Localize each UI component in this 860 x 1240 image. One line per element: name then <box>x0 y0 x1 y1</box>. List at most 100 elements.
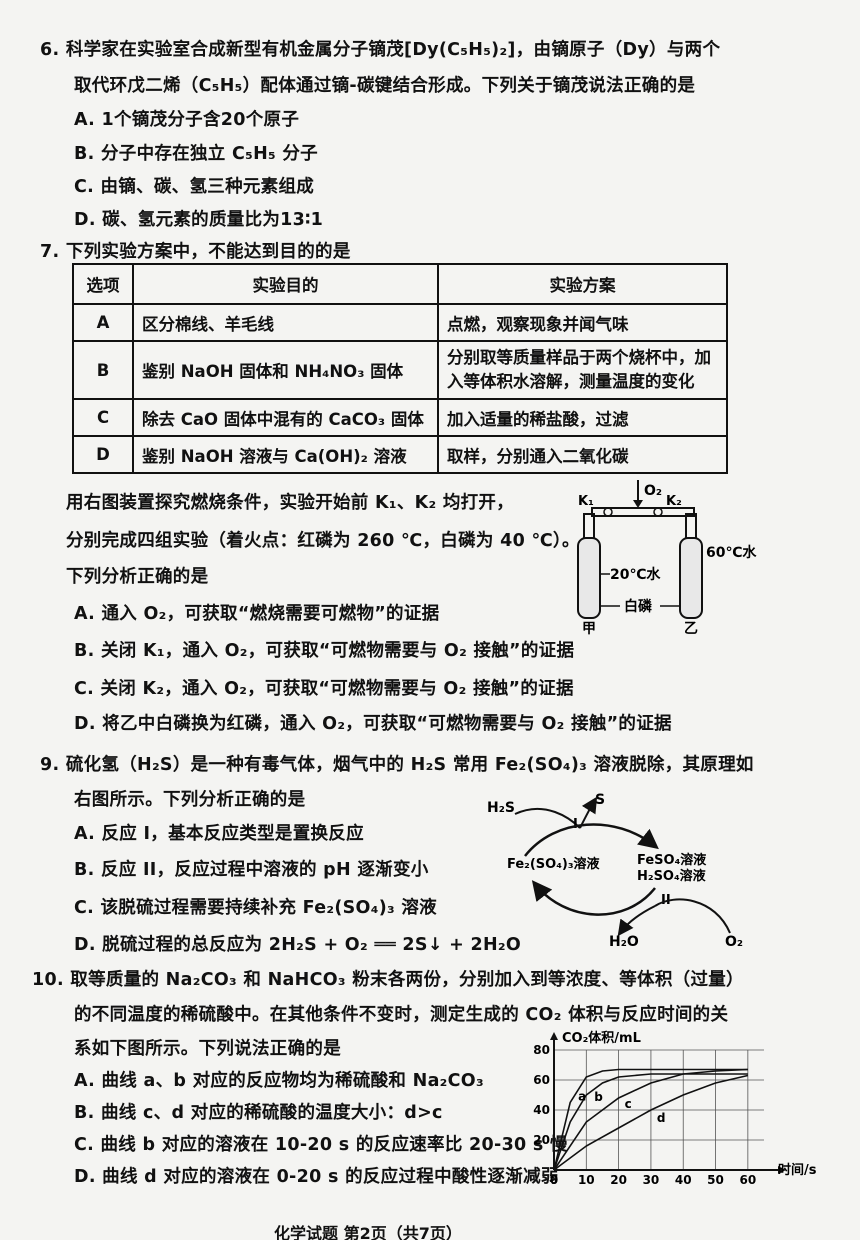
chart-series-line-c <box>553 1068 748 1171</box>
table-row: A 区分棉线、羊毛线 点燃，观察现象并闻气味 <box>72 303 728 342</box>
chart-series-line-d <box>553 1074 748 1171</box>
chart-y-tick-label: 40 <box>533 1103 550 1117</box>
chart-y-tick-label: 80 <box>533 1043 550 1057</box>
left-tube-label: 甲 <box>582 621 596 636</box>
combustion-apparatus-figure: O₂ K₁ K₂ 20℃水 60℃水 白磷 甲 乙 <box>577 480 757 636</box>
q9-stem-line1: 9. 硫化氢（H₂S）是一种有毒气体，烟气中的 H₂S 常用 Fe₂(SO₄)₃… <box>40 755 754 775</box>
desulfurization-cycle-figure: H₂S S I Fe₂(SO₄)₃溶液 FeSO₄溶液 H₂SO₄溶液 II H… <box>487 792 743 950</box>
q9-option-b: B. 反应 II，反应过程中溶液的 pH 逐渐变小 <box>74 860 429 880</box>
q9-option-a: A. 反应 I，基本反应类型是置换反应 <box>74 824 364 844</box>
q6-option-a: A. 1个镝茂分子含20个原子 <box>74 110 300 130</box>
chart-series-label-d: d <box>657 1111 666 1125</box>
left-water-label: 20℃水 <box>610 566 661 583</box>
chart-series-line-a <box>553 1068 748 1171</box>
q6-option-d: D. 碳、氢元素的质量比为13∶1 <box>74 210 324 230</box>
q8-option-d: D. 将乙中白磷换为红磷，通入 O₂，可获取“可燃物需要与 O₂ 接触”的证据 <box>74 714 672 734</box>
chart-x-tick-label: 10 <box>578 1173 595 1187</box>
q10-stem-line2: 的不同温度的稀硫酸中。在其他条件不变时，测定生成的 CO₂ 体积与反应时间的关 <box>74 1005 729 1025</box>
table-cell-plan: 取样，分别通入二氧化碳 <box>437 435 728 474</box>
chart-series-line-b <box>553 1073 748 1171</box>
table-header-row: 选项 实验目的 实验方案 <box>72 263 728 305</box>
table-cell-option: A <box>72 303 134 342</box>
q6-option-b: B. 分子中存在独立 C₅H₅ 分子 <box>74 144 318 164</box>
table-cell-purpose: 鉴别 NaOH 溶液与 Ca(OH)₂ 溶液 <box>132 435 439 474</box>
q8-option-a: A. 通入 O₂，可获取“燃烧需要可燃物”的证据 <box>74 604 440 624</box>
right-test-tube <box>679 537 703 619</box>
right-tube-label: 乙 <box>684 621 698 636</box>
table-header: 选项 <box>72 263 134 305</box>
table-cell-option: C <box>72 398 134 437</box>
feso4-label: FeSO₄溶液 <box>637 852 706 868</box>
q6-option-c: C. 由镝、碳、氢三种元素组成 <box>74 177 315 197</box>
q8-option-c: C. 关闭 K₂，通入 O₂，可获取“可燃物需要与 O₂ 接触”的证据 <box>74 679 574 699</box>
h2o-label: H₂O <box>609 934 639 950</box>
reaction-2-arrow <box>531 880 656 916</box>
chart-x-axis-label: 时间/s <box>778 1162 817 1178</box>
table-cell-option: B <box>72 340 134 400</box>
q10-option-b: B. 曲线 c、d 对应的稀硫酸的温度大小：d>c <box>74 1103 443 1123</box>
k2-label: K₂ <box>666 494 682 509</box>
chart-x-tick-label: 0 <box>550 1173 558 1187</box>
q8-stem-line2: 分别完成四组实验（着火点：红磷为 260 ℃，白磷为 40 ℃）。 <box>66 531 580 551</box>
valve-k1 <box>603 507 613 517</box>
left-test-tube <box>577 537 601 619</box>
table-header: 实验目的 <box>132 263 439 305</box>
table-row: B 鉴别 NaOH 固体和 NH₄NO₃ 固体 分别取等质量样品于两个烧杯中，加… <box>72 340 728 400</box>
s-label: S <box>595 792 605 808</box>
q9-stem-line2: 右图所示。下列分析正确的是 <box>74 790 306 810</box>
label-background <box>620 598 660 614</box>
o2-arrow-head <box>633 500 643 508</box>
table-cell-purpose: 鉴别 NaOH 固体和 NH₄NO₃ 固体 <box>132 340 439 400</box>
q6-stem-line1: 6. 科学家在实验室合成新型有机金属分子镝茂[Dy(C₅H₅)₂]，由镝原子（D… <box>40 40 721 60</box>
chart-x-tick-label: 50 <box>707 1173 724 1187</box>
chart-series-label-b: b <box>594 1090 603 1104</box>
connecting-tube <box>591 507 695 517</box>
fe2-so4-3-label: Fe₂(SO₄)₃溶液 <box>507 856 600 872</box>
q10-stem-line3: 系如下图所示。下列说法正确的是 <box>74 1039 341 1059</box>
chart-y-axis-arrow <box>550 1032 558 1040</box>
o2-label: O₂ <box>644 483 662 499</box>
q10-option-c: C. 曲线 b 对应的溶液在 10-20 s 的反应速率比 20-30 s 慢 <box>74 1135 568 1155</box>
table-row: C 除去 CaO 固体中混有的 CaCO₃ 固体 加入适量的稀盐酸，过滤 <box>72 398 728 437</box>
table-cell-purpose: 区分棉线、羊毛线 <box>132 303 439 342</box>
o2-inflow-arrow <box>654 898 731 934</box>
chart-series-label-c: c <box>625 1097 632 1111</box>
table-cell-option: D <box>72 435 134 474</box>
table-cell-plan: 点燃，观察现象并闻气味 <box>437 303 728 342</box>
q9-option-c: C. 该脱硫过程需要持续补充 Fe₂(SO₄)₃ 溶液 <box>74 898 437 918</box>
chart-x-tick-label: 40 <box>675 1173 692 1187</box>
q6-stem-line2: 取代环戊二烯（C₅H₅）配体通过镝-碳键结合形成。下列关于镝茂说法正确的是 <box>74 76 696 96</box>
chart-x-axis-arrow <box>778 1166 786 1174</box>
chart-y-tick-label: 60 <box>533 1073 550 1087</box>
q7-stem: 7. 下列实验方案中，不能达到目的的是 <box>40 242 351 262</box>
reaction-1-arrow <box>524 823 659 857</box>
h2s-label: H₂S <box>487 800 515 816</box>
q10-option-d: D. 曲线 d 对应的溶液在 0-20 s 的反应过程中酸性逐渐减弱 <box>74 1167 559 1187</box>
phosphorus-label: 白磷 <box>624 598 653 615</box>
chart-x-tick-label: 60 <box>739 1173 756 1187</box>
q9-option-d: D. 脱硫过程的总反应为 2H₂S + O₂ ══ 2S↓ + 2H₂O <box>74 935 522 955</box>
table-cell-plan: 加入适量的稀盐酸，过滤 <box>437 398 728 437</box>
q8-stem-line3: 下列分析正确的是 <box>66 567 209 587</box>
table-cell-purpose: 除去 CaO 固体中混有的 CaCO₃ 固体 <box>132 398 439 437</box>
q8-option-b: B. 关闭 K₁，通入 O₂，可获取“可燃物需要与 O₂ 接触”的证据 <box>74 641 575 661</box>
q10-option-a: A. 曲线 a、b 对应的反应物均为稀硫酸和 Na₂CO₃ <box>74 1071 484 1091</box>
reaction-1-label: I <box>573 817 578 832</box>
h2o-outflow-arrow <box>617 905 656 937</box>
table-row: D 鉴别 NaOH 溶液与 Ca(OH)₂ 溶液 取样，分别通入二氧化碳 <box>72 435 728 474</box>
h2so4-label: H₂SO₄溶液 <box>637 868 706 884</box>
q10-stem-line1: 10. 取等质量的 Na₂CO₃ 和 NaHCO₃ 粉末各两份，分别加入到等浓度… <box>32 970 744 990</box>
right-water-label: 60℃水 <box>706 544 757 561</box>
chart-series-label-a: a <box>578 1090 586 1104</box>
q8-stem-line1: 用右图装置探究燃烧条件，实验开始前 K₁、K₂ 均打开， <box>66 493 515 513</box>
chart-y-axis-label: CO₂体积/mL <box>562 1030 641 1046</box>
o2-label: O₂ <box>725 934 743 950</box>
q7-table: 选项 实验目的 实验方案 A 区分棉线、羊毛线 点燃，观察现象并闻气味 B 鉴别… <box>72 263 728 474</box>
valve-k2 <box>653 507 663 517</box>
table-header: 实验方案 <box>437 263 728 305</box>
page-footer: 化学试题 第2页（共7页） <box>274 1224 462 1240</box>
table-cell-plan: 分别取等质量样品于两个烧杯中，加入等体积水溶解，测量温度的变化 <box>437 340 728 400</box>
chart-y-tick-label: 20 <box>533 1133 550 1147</box>
